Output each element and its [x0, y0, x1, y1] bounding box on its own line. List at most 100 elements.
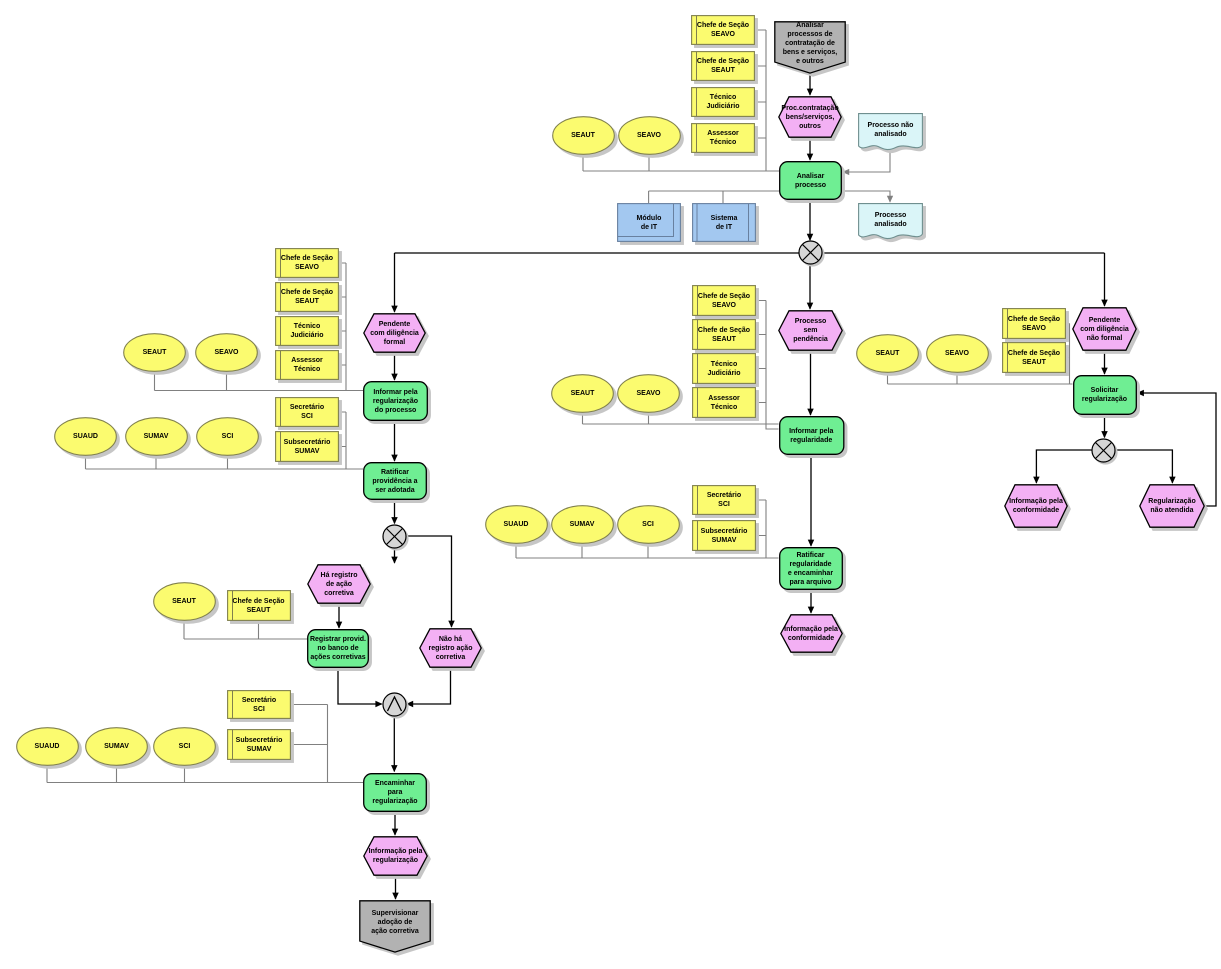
org-unit-sci-bottom-shape	[153, 726, 216, 766]
position-secretario-sci-mid-label: Secretário SCI	[706, 492, 742, 508]
and-connector[interactable]	[382, 691, 407, 717]
function-informar-regularidade-label: Informar pela regularidade	[789, 427, 834, 444]
event-regularizacao-nao-atendida[interactable]: Regularização não atendida	[1139, 484, 1205, 528]
position-tecnico-judiciario-left[interactable]: Técnico Judiciário	[275, 316, 339, 346]
position-subsecretario-sumav-mid[interactable]: Subsecretário SUMAV	[692, 520, 756, 551]
position-chefe-secao-seaut-right-label: Chefe de Seção SEAUT	[1007, 349, 1061, 366]
position-chefe-secao-seaut-left[interactable]: Chefe de Seção SEAUT	[275, 282, 339, 312]
position-chefe-secao-seavo-mid[interactable]: Chefe de Seção SEAVO	[692, 285, 756, 316]
org-unit-seaut-top-shape	[551, 115, 615, 155]
org-unit-sci-left[interactable]: SCI	[196, 416, 259, 456]
org-unit-seaut-registrar[interactable]: SEAUT	[152, 581, 216, 621]
position-chefe-secao-seavo-left-shape	[275, 248, 339, 278]
org-unit-sci-bottom[interactable]: SCI	[153, 726, 216, 766]
function-informar-regularidade[interactable]: Informar pela regularidade	[778, 416, 845, 455]
function-registrar-providencia[interactable]: Registrar provid. no banco de ações corr…	[307, 629, 369, 668]
org-unit-suaud-bottom[interactable]: SUAUD	[15, 726, 79, 766]
position-secretario-sci-bottom[interactable]: Secretário SCI	[227, 690, 291, 719]
event-informacao-conformidade-mid[interactable]: Informação pela conformidade	[779, 614, 843, 653]
position-chefe-secao-seaut-top-shape	[691, 51, 755, 81]
xor-connector-main[interactable]	[798, 240, 823, 265]
org-unit-sci-mid-label: SCI	[642, 521, 654, 528]
flow-xor2-to-nao-ha-registro	[406, 535, 455, 628]
event-ha-registro-acao-corretiva[interactable]: Há registro de ação corretiva	[307, 564, 371, 604]
position-chefe-secao-seaut-top-label: Chefe de Seção SEAUT	[696, 58, 750, 74]
org-unit-seaut-registrar-label: SEAUT	[172, 597, 196, 605]
xor-connector-left[interactable]	[382, 523, 407, 549]
position-chefe-secao-seaut-top[interactable]: Chefe de Seção SEAUT	[691, 51, 755, 81]
position-subsecretario-sumav-left-shape	[275, 431, 339, 462]
function-analisar-processo-shape	[779, 161, 842, 200]
position-assessor-tecnico-left-shape	[275, 350, 339, 380]
event-pendente-diligencia-nao-formal[interactable]: Pendente com diligência não formal	[1072, 307, 1137, 351]
org-unit-sci-mid[interactable]: SCI	[616, 505, 680, 544]
position-assessor-tecnico-left[interactable]: Assessor Técnico	[275, 350, 339, 380]
position-chefe-secao-seaut-registrar[interactable]: Chefe de Seção SEAUT	[226, 590, 291, 621]
position-chefe-secao-seaut-right-shape	[1002, 342, 1066, 373]
org-unit-seaut-top[interactable]: SEAUT	[551, 115, 615, 155]
event-proc-contratacao[interactable]: Proc.contratação bens/serviços, outros	[778, 96, 842, 138]
event-informacao-conformidade-right[interactable]: Informação pela conformidade	[1004, 484, 1068, 528]
document-processo-nao-analisado[interactable]: Processo não analisado	[858, 113, 923, 153]
position-chefe-secao-seavo-top-label: Chefe de Seção SEAVO	[696, 22, 750, 38]
event-informacao-regularizacao[interactable]: Informação pela regularização	[363, 836, 428, 876]
event-informacao-conformidade-right-shape	[1004, 484, 1068, 528]
position-chefe-secao-seavo-top[interactable]: Chefe de Seção SEAVO	[691, 15, 755, 45]
position-assessor-tecnico-mid[interactable]: Assessor Técnico	[692, 387, 756, 418]
function-analisar-processo[interactable]: Analisar processo	[779, 161, 842, 200]
process-interface-analisar-processos[interactable]: Analisar processos de contratação de ben…	[774, 21, 846, 74]
function-informar-regularizacao-processo[interactable]: Informar pela regularização do processo	[363, 381, 428, 421]
function-ratificar-regularidade[interactable]: Ratificar regularidade e encaminhar para…	[778, 547, 843, 590]
org-unit-seaut-left[interactable]: SEAUT	[123, 333, 186, 372]
position-assessor-tecnico-top-shape	[691, 123, 755, 153]
event-nao-ha-registro-acao-corretiva-shape	[419, 628, 482, 668]
position-chefe-secao-seavo-right[interactable]: Chefe de Seção SEAVO	[1002, 308, 1066, 339]
org-unit-seavo-top[interactable]: SEAVO	[617, 115, 681, 155]
position-tecnico-judiciario-top[interactable]: Técnico Judiciário	[691, 87, 755, 117]
org-unit-suaud-mid[interactable]: SUAUD	[484, 505, 548, 544]
org-unit-sumav-bottom-label: SUMAV	[104, 742, 129, 750]
org-unit-sumav-bottom[interactable]: SUMAV	[85, 726, 148, 766]
function-ratificar-providencia[interactable]: Ratificar providência a ser adotada	[363, 462, 427, 500]
module-de-it[interactable]: Módulo de IT	[617, 203, 681, 242]
org-unit-suaud-left-shape	[54, 416, 117, 456]
org-unit-sumav-left[interactable]: SUMAV	[124, 416, 188, 456]
org-unit-seavo-left-label: SEAVO	[214, 349, 239, 356]
position-chefe-secao-seaut-mid[interactable]: Chefe de Seção SEAUT	[692, 319, 756, 350]
org-unit-sumav-mid[interactable]: SUMAV	[550, 505, 614, 544]
org-unit-suaud-left[interactable]: SUAUD	[54, 416, 117, 456]
position-subsecretario-sumav-bottom[interactable]: Subsecretário SUMAV	[227, 729, 291, 760]
function-informar-regularizacao-processo-shape	[363, 381, 428, 421]
org-unit-seavo-mid-label: SEAVO	[636, 389, 661, 397]
event-nao-ha-registro-acao-corretiva[interactable]: Não há registro ação corretiva	[419, 628, 482, 668]
position-assessor-tecnico-mid-shape	[692, 387, 756, 418]
position-secretario-sci-left[interactable]: Secretário SCI	[275, 397, 339, 427]
event-processo-sem-pendencia[interactable]: Processo sem pendência	[778, 310, 843, 351]
function-registrar-providencia-shape	[307, 629, 369, 668]
event-informacao-regularizacao-label: Informação pela regularização	[368, 848, 423, 864]
position-tecnico-judiciario-mid-shape	[692, 353, 756, 384]
org-unit-suaud-mid-shape	[484, 505, 548, 544]
event-informacao-conformidade-right-label: Informação pela conformidade	[1009, 498, 1063, 514]
position-secretario-sci-mid[interactable]: Secretário SCI	[692, 485, 756, 515]
function-solicitar-regularizacao-shape	[1072, 375, 1137, 415]
org-unit-seavo-left[interactable]: SEAVO	[195, 333, 258, 372]
position-subsecretario-sumav-left[interactable]: Subsecretário SUMAV	[275, 431, 339, 462]
rel-orgs-e-to-encaminhar	[46, 765, 363, 784]
position-tecnico-judiciario-mid[interactable]: Técnico Judiciário	[692, 353, 756, 384]
xor-connector-right[interactable]	[1090, 437, 1116, 463]
function-encaminhar-regularizacao[interactable]: Encaminhar para regularização	[363, 772, 427, 812]
org-unit-seaut-right[interactable]: SEAUT	[856, 334, 919, 373]
org-unit-seaut-mid[interactable]: SEAUT	[551, 373, 614, 413]
event-pendente-diligencia-formal[interactable]: Pendente com diligência formal	[363, 313, 426, 353]
position-chefe-secao-seaut-right[interactable]: Chefe de Seção SEAUT	[1002, 342, 1066, 373]
document-processo-analisado[interactable]: Processo analisado	[858, 203, 923, 242]
function-solicitar-regularizacao[interactable]: Solicitar regularização	[1072, 375, 1137, 415]
process-interface-supervisionar[interactable]: Supervisionar adoção de ação corretiva	[359, 900, 431, 953]
org-unit-seavo-mid[interactable]: SEAVO	[617, 373, 680, 413]
position-chefe-secao-seavo-left[interactable]: Chefe de Seção SEAVO	[275, 248, 339, 278]
position-assessor-tecnico-top[interactable]: Assessor Técnico	[691, 123, 755, 153]
org-unit-seavo-right[interactable]: SEAVO	[925, 334, 989, 373]
system-de-it[interactable]: Sistema de IT	[692, 203, 756, 242]
rel-orgs-mid-to-informar	[581, 412, 779, 425]
